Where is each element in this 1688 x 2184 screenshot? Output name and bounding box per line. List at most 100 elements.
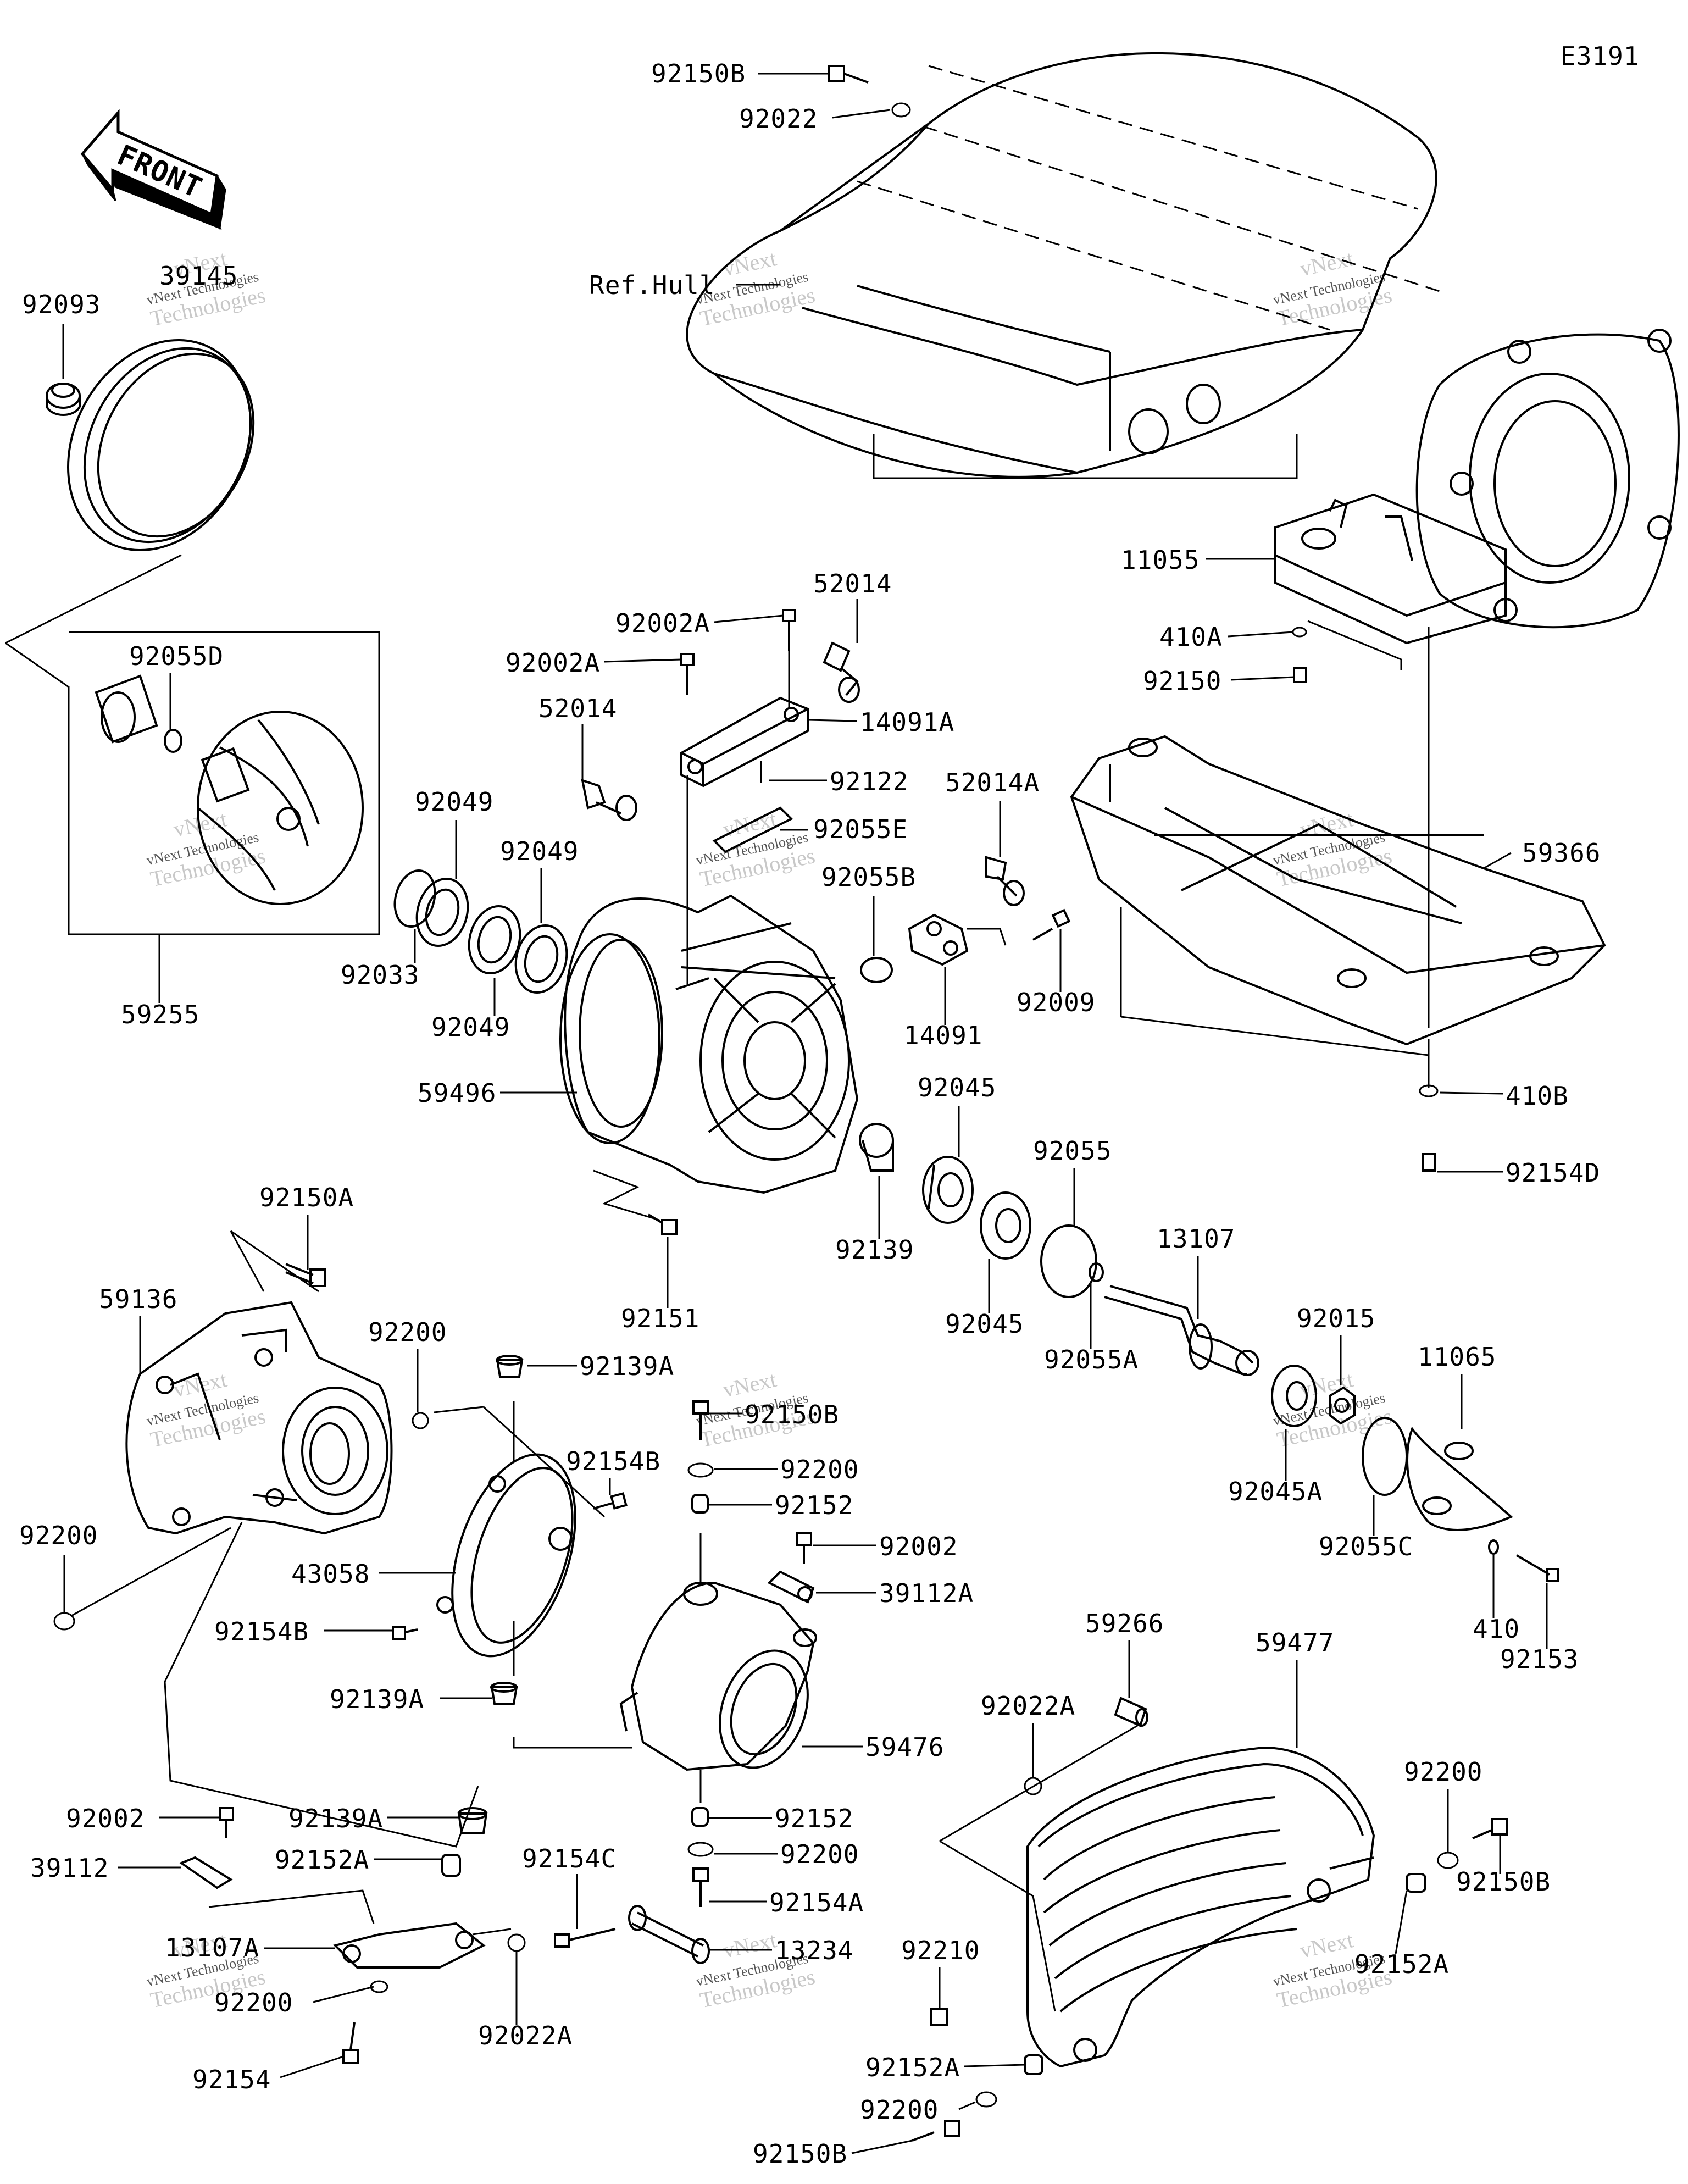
part-92022-washer-top: [891, 102, 911, 118]
part-label-43058: 43058: [291, 1559, 370, 1589]
part-92055E-gasket: [712, 806, 793, 853]
part-59477-reverse-bucket: [1026, 1746, 1375, 2068]
part-11055-plate: [1274, 493, 1507, 645]
part-92152A-collar-b: [1406, 1873, 1426, 1893]
part-92139A-collar-a: [496, 1355, 524, 1378]
part-92049-seal-2: [468, 905, 521, 975]
part-label-92150: 92150: [1143, 666, 1221, 696]
part-label-92139A-c: 92139A: [288, 1804, 383, 1833]
part-label-92210: 92210: [901, 1936, 980, 1965]
part-label-92015: 92015: [1297, 1304, 1375, 1333]
part-label-59366: 59366: [1522, 838, 1601, 868]
part-92154D-bolt: [1422, 1153, 1436, 1172]
part-92139A-collar-c: [457, 1807, 488, 1834]
part-label-92055D: 92055D: [129, 641, 224, 671]
part-92022A-washer-b: [507, 1933, 526, 1952]
part-label-11055: 11055: [1121, 545, 1200, 575]
part-label-92154B-b: 92154B: [214, 1617, 309, 1647]
part-label-92152A-a: 92152A: [275, 1845, 369, 1875]
part-label-92093: 92093: [22, 290, 101, 319]
part-label-92049-a: 92049: [415, 787, 493, 817]
part-label-92139A-a: 92139A: [580, 1351, 674, 1381]
part-92154-bolt: [342, 2022, 359, 2064]
part-label-13107: 13107: [1157, 1224, 1235, 1254]
part-label-92033: 92033: [341, 960, 419, 990]
part-92002-bolt-b: [219, 1807, 234, 1838]
part-label-92200-c: 92200: [19, 1521, 98, 1550]
part-label-92022-top: 92022: [739, 104, 818, 134]
part-92055-oring: [1040, 1224, 1097, 1298]
part-label-92045A: 92045A: [1228, 1477, 1323, 1506]
part-92002A-bolt-a: [782, 609, 796, 651]
part-92152-collar-b: [691, 1807, 709, 1827]
part-92210-bolt: [930, 2008, 948, 2026]
part-label-14091: 14091: [904, 1021, 982, 1050]
part-label-92055B: 92055B: [821, 862, 916, 892]
hull-dashed-guides: [857, 65, 1440, 331]
part-label-52014-b: 52014: [538, 694, 617, 723]
part-label-92022A-a: 92022A: [981, 1691, 1075, 1721]
part-59136-nozzle: [125, 1301, 393, 1535]
part-52014-fitting-top: [823, 641, 860, 703]
part-59366-intake-grate: [1070, 735, 1606, 1046]
part-label-92150B-r: 92150B: [1456, 1867, 1551, 1897]
part-label-92055E: 92055E: [813, 814, 908, 844]
part-92200-washer-b: [687, 1462, 714, 1478]
part-label-92152-b: 92152: [775, 1804, 853, 1833]
part-label-92150B-mid: 92150B: [745, 1400, 839, 1429]
part-label-39112A: 39112A: [879, 1578, 974, 1608]
part-59266-pin: [1114, 1697, 1148, 1727]
part-label-59136: 59136: [99, 1284, 177, 1314]
part-14091-cover: [908, 913, 969, 966]
part-label-92150A: 92150A: [259, 1183, 354, 1212]
part-label-92200-f: 92200: [214, 1988, 293, 2017]
part-label-59255: 59255: [121, 1000, 199, 1029]
part-59496-pump-case: [559, 894, 859, 1194]
callout-layer: 92150B92022391459209311055410A9215052014…: [19, 59, 1601, 2169]
part-92045A-bearing: [1271, 1365, 1317, 1427]
part-39145-ring: [67, 339, 255, 551]
leader-line-410B: [1439, 1091, 1503, 1095]
part-label-92045-a: 92045: [918, 1073, 996, 1102]
part-label-59476: 59476: [865, 1732, 944, 1762]
part-label-92154C: 92154C: [522, 1844, 617, 1873]
part-label-92200-b: 92200: [780, 1455, 859, 1484]
part-92009-screw: [1032, 908, 1071, 941]
part-label-92151: 92151: [621, 1304, 699, 1333]
part-label-92045-b: 92045: [945, 1309, 1024, 1339]
part-92152-collar-a: [691, 1494, 709, 1514]
part-14091A-block: [680, 696, 809, 788]
part-92150-bolt: [1293, 667, 1307, 683]
leader-line-92002A-b: [604, 658, 682, 663]
part-92049-seal-1: [415, 877, 469, 947]
part-label-92002-a: 92002: [879, 1532, 958, 1561]
part-label-59477: 59477: [1256, 1628, 1334, 1658]
part-label-92150B-top: 92150B: [651, 59, 746, 88]
leader-line-92200-g: [958, 2101, 976, 2110]
part-92045-bearing-b: [980, 1191, 1031, 1260]
part-label-92200-e: 92200: [780, 1839, 859, 1869]
part-410B-washer: [1419, 1084, 1439, 1097]
part-92015-nut: [1329, 1386, 1356, 1425]
part-92093-cap: [46, 383, 81, 416]
part-92150B-bolt-r: [1472, 1818, 1508, 1839]
part-410A-washer: [1292, 627, 1307, 638]
part-label-92022A-b: 92022A: [478, 2021, 573, 2050]
part-label-410A: 410A: [1159, 622, 1223, 652]
part-label-92139: 92139: [835, 1235, 914, 1265]
part-59476-nozzle: [619, 1581, 817, 1771]
part-label-410: 410: [1473, 1614, 1520, 1644]
part-label-92002A-a: 92002A: [615, 608, 710, 638]
part-92002-bolt-a: [796, 1532, 812, 1564]
part-11065-cap: [1406, 1426, 1513, 1531]
part-92150B-bolt-bot: [912, 2120, 960, 2142]
leader-line-92002A-a: [714, 614, 784, 623]
part-label-92002-b: 92002: [66, 1804, 145, 1833]
leader-line-92154: [280, 2055, 344, 2078]
